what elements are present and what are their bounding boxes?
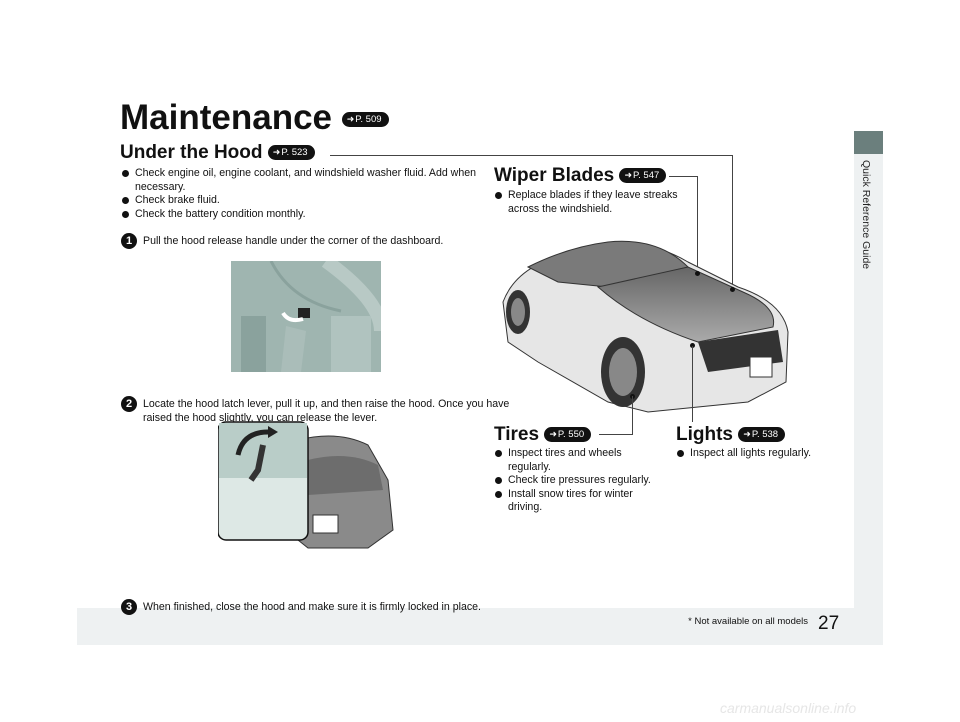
- page-ref-link[interactable]: ➜P. 550: [544, 427, 592, 443]
- callout-line: [330, 155, 733, 156]
- step-text: When finished, close the hood and make s…: [143, 601, 481, 613]
- arrow-icon: ➜: [549, 429, 557, 440]
- list-item: Check brake fluid.: [121, 194, 491, 208]
- step-text: Locate the hood latch lever, pull it up,…: [143, 398, 510, 424]
- ref-text: P. 538: [751, 429, 779, 441]
- page-title: Maintenance ➜P. 509: [120, 100, 389, 136]
- lights-pointer-dot: [690, 343, 695, 348]
- list-item: Install snow tires for winter driving.: [494, 488, 666, 515]
- step-number: 2: [121, 396, 137, 412]
- heading-text: Tires: [494, 424, 540, 445]
- car-illustration: [502, 240, 789, 413]
- watermark: carmanualsonline.info: [720, 700, 857, 716]
- lights-heading: Lights ➜P. 538: [676, 424, 786, 446]
- list-item: Inspect tires and wheels regularly.: [494, 447, 666, 474]
- list-item: Check engine oil, engine coolant, and wi…: [121, 167, 491, 194]
- step-number: 1: [121, 233, 137, 249]
- side-strip: [854, 131, 883, 608]
- step-3: 3 When finished, close the hood and make…: [121, 599, 513, 615]
- hood-release-photo: [231, 261, 381, 372]
- step-number: 3: [121, 599, 137, 615]
- ref-text: P. 547: [633, 170, 660, 182]
- footer-band: [77, 608, 883, 645]
- page-number: 27: [818, 613, 840, 634]
- section-label: Quick Reference Guide: [860, 160, 872, 270]
- title-text: Maintenance: [120, 98, 332, 137]
- callout-line: [692, 346, 693, 422]
- under-hood-heading: Under the Hood ➜P. 523: [120, 142, 315, 164]
- callout-line: [732, 155, 733, 289]
- step-2: 2 Locate the hood latch lever, pull it u…: [121, 396, 513, 425]
- wiper-blades-heading: Wiper Blades ➜P. 547: [494, 165, 667, 187]
- callout-line: [697, 176, 698, 274]
- page-ref-link[interactable]: ➜P. 509: [341, 112, 389, 128]
- arrow-icon: ➜: [624, 170, 633, 181]
- step-1: 1 Pull the hood release handle under the…: [121, 233, 513, 249]
- wiper-pointer-dot: [695, 271, 700, 276]
- footnote: * Not available on all models: [688, 616, 808, 627]
- arrow-icon: ➜: [272, 147, 281, 158]
- side-tab-marker: [854, 131, 883, 154]
- callout-line: [669, 176, 698, 177]
- ref-text: P. 509: [355, 114, 382, 126]
- wiper-bullets: Replace blades if they leave streaks acr…: [494, 189, 679, 216]
- arrow-icon: ➜: [346, 114, 355, 125]
- hood-latch-illustration: [218, 421, 394, 549]
- page-ref-link[interactable]: ➜P. 547: [619, 168, 667, 184]
- heading-text: Wiper Blades: [494, 165, 615, 186]
- hood-pointer-dot: [730, 287, 735, 292]
- step-text: Pull the hood release handle under the c…: [143, 235, 444, 247]
- page-ref-link[interactable]: ➜P. 523: [267, 145, 315, 161]
- callout-line: [599, 434, 632, 435]
- tires-bullets: Inspect tires and wheels regularly. Chec…: [494, 447, 666, 515]
- page-ref-link[interactable]: ➜P. 538: [738, 427, 786, 443]
- under-hood-bullets: Check engine oil, engine coolant, and wi…: [121, 167, 491, 221]
- ref-text: P. 523: [281, 147, 308, 159]
- arrow-icon: ➜: [743, 429, 751, 440]
- tires-heading: Tires ➜P. 550: [494, 424, 592, 446]
- ref-text: P. 550: [557, 429, 585, 441]
- heading-text: Under the Hood: [120, 142, 263, 163]
- heading-text: Lights: [676, 424, 733, 445]
- callout-line: [632, 396, 633, 435]
- list-item: Replace blades if they leave streaks acr…: [494, 189, 679, 216]
- list-item: Inspect all lights regularly.: [676, 447, 848, 461]
- list-item: Check the battery condition monthly.: [121, 208, 491, 222]
- list-item: Check tire pressures regularly.: [494, 474, 666, 488]
- lights-bullets: Inspect all lights regularly.: [676, 447, 848, 461]
